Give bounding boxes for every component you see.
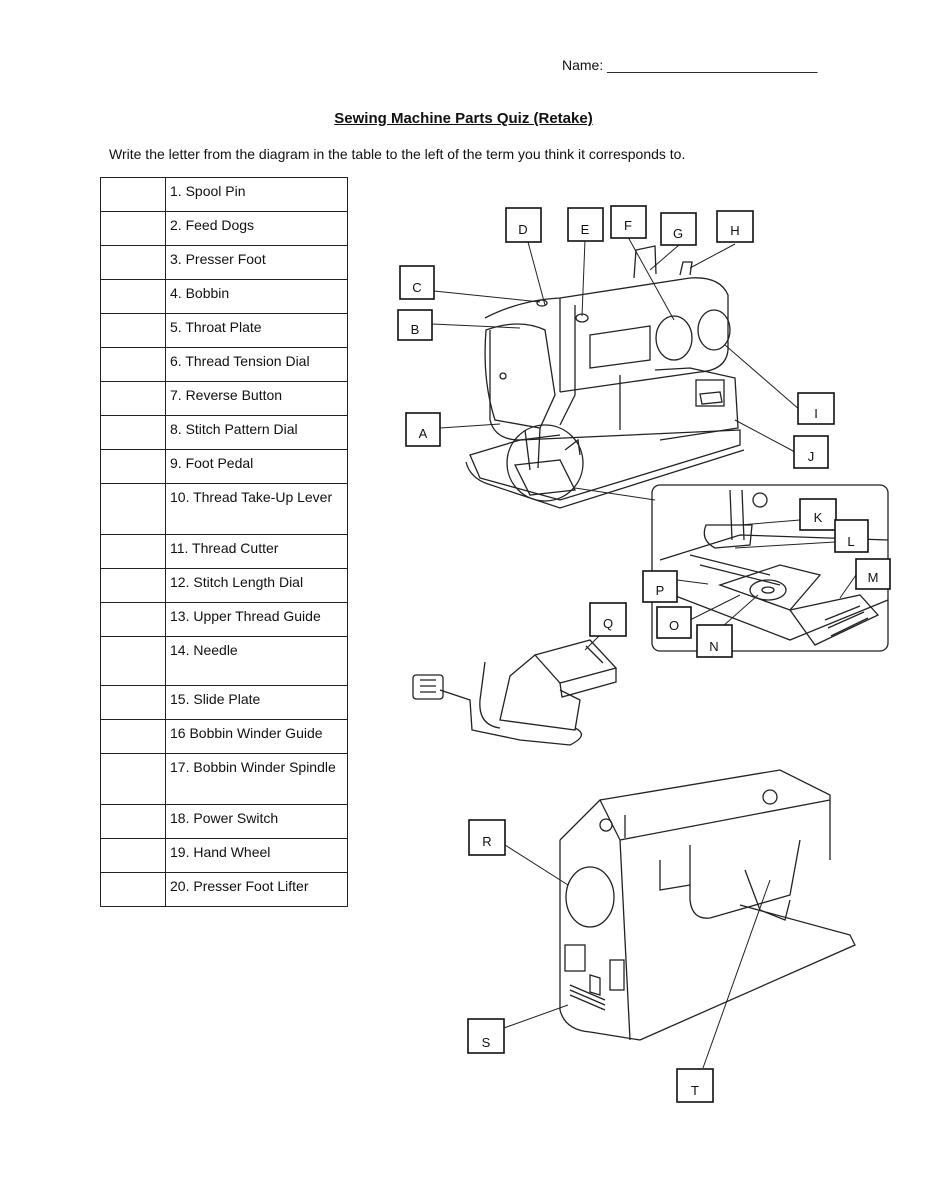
label-b: B — [397, 309, 433, 341]
table-row: 20. Presser Foot Lifter — [100, 872, 348, 907]
term-cell: 19. Hand Wheel — [165, 838, 348, 873]
label-e: E — [567, 207, 604, 242]
term-cell: 14. Needle — [165, 636, 348, 686]
label-f: F — [610, 205, 647, 239]
table-row: 19. Hand Wheel — [100, 838, 348, 873]
label-k: K — [799, 498, 837, 531]
label-g: G — [660, 212, 697, 246]
svg-text:P: P — [656, 583, 665, 598]
svg-text:S: S — [482, 1035, 491, 1050]
table-row: 6. Thread Tension Dial — [100, 347, 348, 382]
term-cell: 6. Thread Tension Dial — [165, 347, 348, 382]
svg-text:N: N — [709, 639, 718, 654]
label-h: H — [716, 210, 754, 243]
svg-text:G: G — [673, 226, 683, 241]
label-c: C — [399, 265, 435, 300]
term-cell: 9. Foot Pedal — [165, 449, 348, 484]
table-row: 3. Presser Foot — [100, 245, 348, 280]
leader-lines — [431, 236, 857, 1069]
table-row: 7. Reverse Button — [100, 381, 348, 416]
answer-cell[interactable] — [100, 872, 166, 907]
answer-cell[interactable] — [100, 685, 166, 720]
label-s: S — [467, 1018, 505, 1054]
label-r: R — [468, 819, 506, 856]
name-line: Name: ___________________________ — [562, 57, 818, 73]
label-a: A — [405, 412, 441, 447]
foot-pedal-drawing — [412, 639, 618, 746]
answer-cell[interactable] — [100, 279, 166, 314]
svg-text:T: T — [691, 1083, 699, 1098]
term-cell: 20. Presser Foot Lifter — [165, 872, 348, 907]
label-boxes: A B C D E F G H I J K L M N O P Q R S T — [397, 205, 891, 1103]
page-title: Sewing Machine Parts Quiz (Retake) — [334, 110, 593, 127]
term-cell: 15. Slide Plate — [165, 685, 348, 720]
answer-cell[interactable] — [100, 804, 166, 839]
term-cell: 3. Presser Foot — [165, 245, 348, 280]
table-row: 16 Bobbin Winder Guide — [100, 719, 348, 754]
table-row: 8. Stitch Pattern Dial — [100, 415, 348, 450]
instructions: Write the letter from the diagram in the… — [109, 146, 686, 162]
table-row: 11. Thread Cutter — [100, 534, 348, 569]
table-row: 13. Upper Thread Guide — [100, 602, 348, 637]
svg-text:J: J — [808, 449, 815, 464]
label-l: L — [834, 519, 869, 553]
svg-text:I: I — [814, 406, 818, 421]
label-j: J — [793, 435, 829, 469]
svg-text:E: E — [581, 222, 590, 237]
svg-text:B: B — [411, 322, 420, 337]
label-m: M — [855, 558, 891, 590]
label-d: D — [505, 207, 542, 243]
svg-text:K: K — [814, 510, 823, 525]
answer-cell[interactable] — [100, 602, 166, 637]
svg-text:D: D — [518, 222, 527, 237]
label-n: N — [696, 624, 733, 658]
svg-text:Q: Q — [603, 616, 613, 631]
table-row: 14. Needle — [100, 636, 348, 686]
label-p: P — [642, 570, 678, 603]
term-cell: 5. Throat Plate — [165, 313, 348, 348]
answer-cell[interactable] — [100, 483, 166, 535]
machine-rear-drawing — [559, 769, 856, 1041]
term-cell: 2. Feed Dogs — [165, 211, 348, 246]
table-row: 9. Foot Pedal — [100, 449, 348, 484]
svg-text:R: R — [482, 834, 491, 849]
term-cell: 13. Upper Thread Guide — [165, 602, 348, 637]
table-row: 2. Feed Dogs — [100, 211, 348, 246]
answer-cell[interactable] — [100, 381, 166, 416]
machine-front-drawing — [465, 245, 745, 509]
answer-cell[interactable] — [100, 449, 166, 484]
svg-text:M: M — [868, 570, 879, 585]
term-cell: 12. Stitch Length Dial — [165, 568, 348, 603]
svg-text:H: H — [730, 223, 739, 238]
table-row: 5. Throat Plate — [100, 313, 348, 348]
svg-text:L: L — [847, 534, 854, 549]
label-t: T — [676, 1068, 714, 1103]
table-row: 15. Slide Plate — [100, 685, 348, 720]
label-i: I — [797, 392, 835, 425]
term-cell: 8. Stitch Pattern Dial — [165, 415, 348, 450]
svg-text:O: O — [669, 618, 679, 633]
label-q: Q — [589, 602, 627, 637]
svg-text:A: A — [419, 426, 428, 441]
svg-text:C: C — [412, 280, 421, 295]
answer-cell[interactable] — [100, 636, 166, 686]
svg-text:F: F — [624, 218, 632, 233]
answer-cell[interactable] — [100, 415, 166, 450]
answer-cell[interactable] — [100, 347, 166, 382]
label-o: O — [656, 606, 692, 639]
